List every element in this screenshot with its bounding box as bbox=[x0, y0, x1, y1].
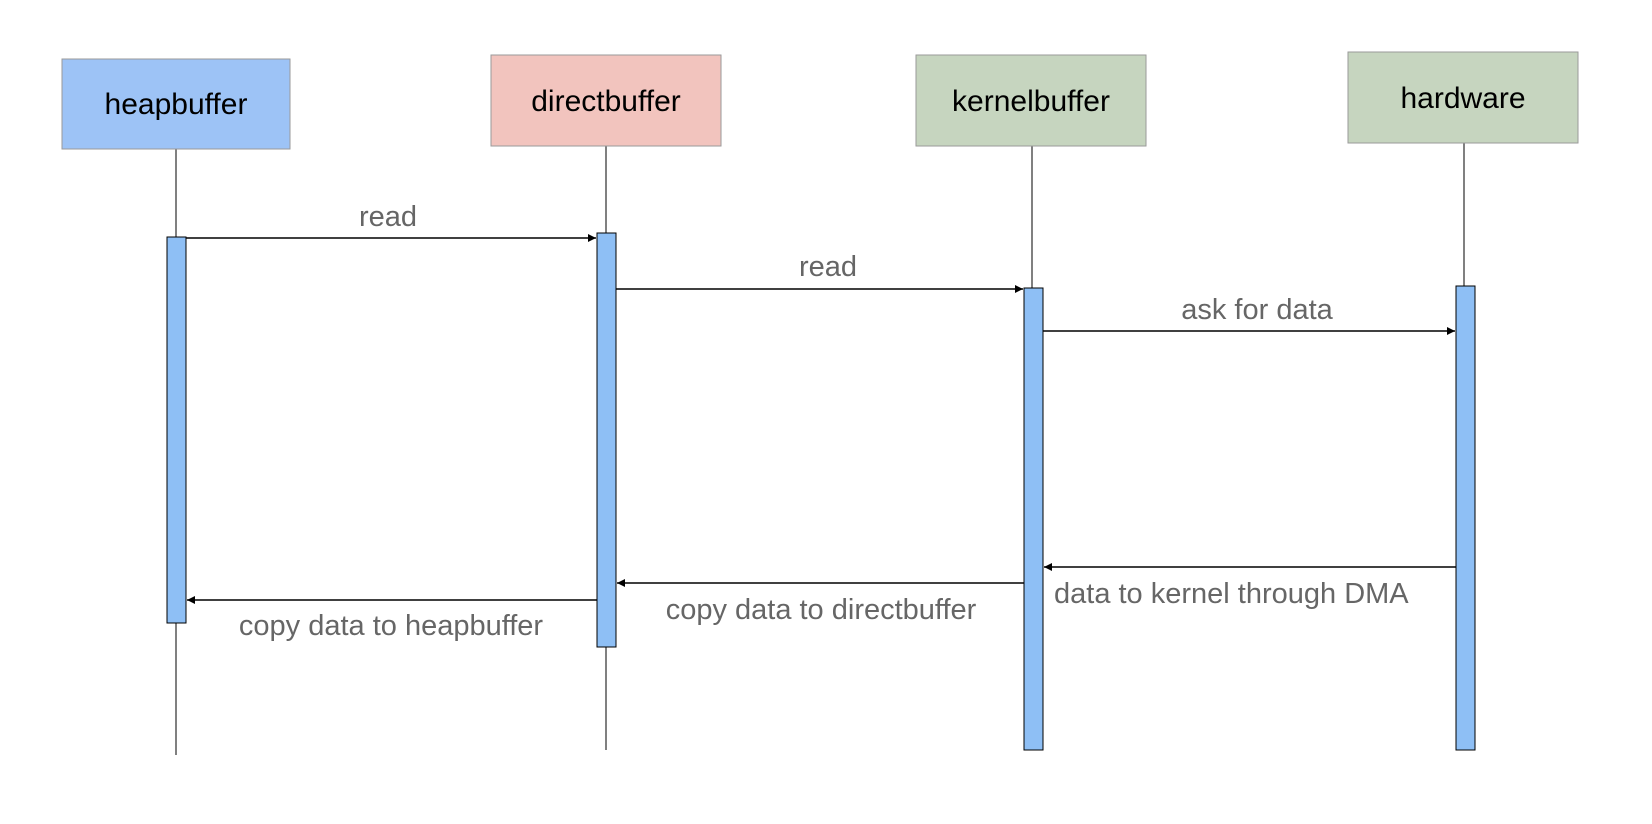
participant-heapbuffer: heapbuffer bbox=[61, 58, 291, 150]
message-ask-for-data: ask for data bbox=[1043, 294, 1455, 335]
message-copy-to-heapbuffer: copy data to heapbuffer bbox=[187, 596, 597, 642]
message-read-1: read bbox=[186, 201, 596, 242]
message-copy-to-directbuffer: copy data to directbuffer bbox=[617, 579, 1024, 626]
activation-hardware bbox=[1455, 285, 1476, 751]
activation-directbuffer bbox=[596, 232, 617, 648]
message-label: read bbox=[799, 251, 857, 283]
participant-box bbox=[1347, 51, 1579, 144]
participant-kernelbuffer: kernelbuffer bbox=[915, 54, 1147, 147]
participant-label: directbuffer bbox=[531, 85, 681, 118]
message-label: copy data to directbuffer bbox=[666, 594, 977, 626]
participant-label: hardware bbox=[1400, 82, 1525, 115]
message-read-2: read bbox=[616, 251, 1023, 293]
participant-box bbox=[915, 54, 1147, 147]
message-data-to-kernel: data to kernel through DMA bbox=[1044, 563, 1456, 610]
message-label: data to kernel through DMA bbox=[1054, 578, 1409, 610]
lifelines bbox=[175, 143, 1465, 755]
participant-hardware: hardware bbox=[1347, 51, 1579, 144]
activation-heapbuffer bbox=[166, 236, 187, 624]
message-label: read bbox=[359, 201, 417, 233]
participant-label: heapbuffer bbox=[105, 88, 248, 121]
message-label: copy data to heapbuffer bbox=[239, 610, 544, 642]
message-label: ask for data bbox=[1181, 294, 1333, 326]
participant-label: kernelbuffer bbox=[952, 85, 1110, 118]
activation-kernelbuffer bbox=[1023, 287, 1044, 751]
participant-directbuffer: directbuffer bbox=[490, 54, 722, 147]
participant-box bbox=[490, 54, 722, 147]
activation-bars bbox=[166, 232, 1476, 751]
participant-box bbox=[61, 58, 291, 150]
